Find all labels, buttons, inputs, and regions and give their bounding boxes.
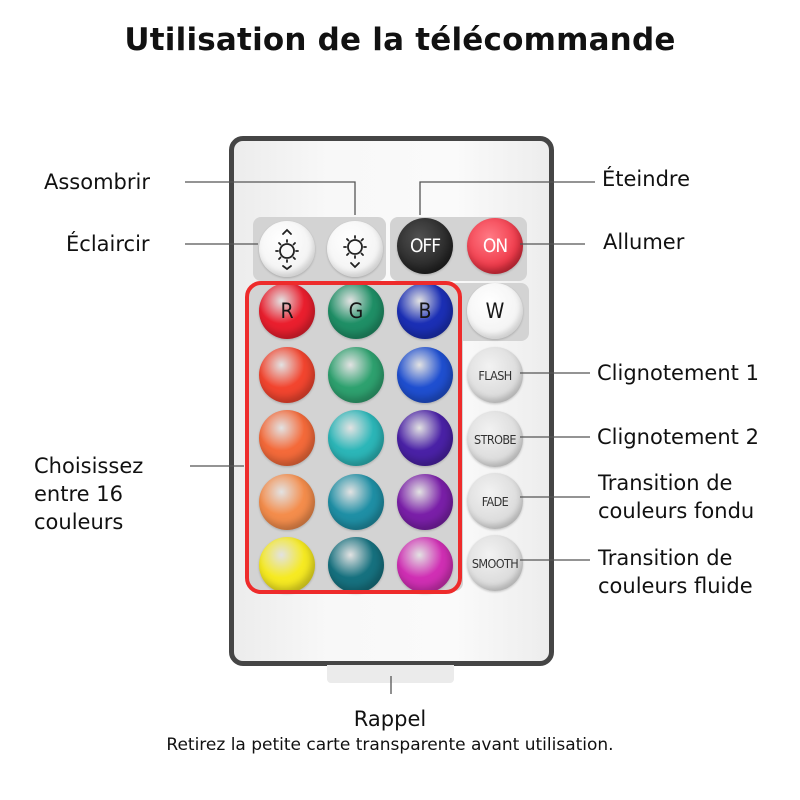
white-button[interactable]: W [467, 283, 523, 339]
color-button-r1-c2[interactable] [397, 346, 453, 403]
color-button-r3-c2[interactable] [397, 473, 453, 530]
color-button-r2-c1[interactable] [328, 410, 384, 466]
color-button-g[interactable]: G [328, 283, 384, 339]
color-button-r4-c1[interactable] [328, 537, 384, 593]
label-dim: Assombrir [44, 170, 150, 194]
label-power-on: Allumer [603, 230, 685, 254]
smooth-button[interactable]: SMOOTH [467, 535, 523, 591]
brighten-button[interactable] [259, 221, 315, 277]
on-button[interactable]: ON [467, 218, 523, 274]
color-button-b[interactable]: B [397, 283, 453, 339]
color-button-r[interactable]: R [259, 283, 315, 339]
sun-arrows-in-icon [343, 235, 367, 269]
footer-title: Rappel [353, 707, 427, 731]
transparent-card-tab [327, 665, 454, 683]
page-title: Utilisation de la télécommande [124, 22, 676, 58]
color-button-r4-c2[interactable] [397, 537, 453, 593]
off-button[interactable]: OFF [397, 218, 453, 274]
label-flash: Clignotement 1 [597, 361, 759, 385]
color-button-r1-c1[interactable] [328, 346, 384, 403]
fade-button[interactable]: FADE [467, 473, 523, 529]
color-selection-outline [245, 281, 462, 594]
strobe-button[interactable]: STROBE [467, 411, 523, 467]
label-strobe: Clignotement 2 [597, 425, 759, 449]
color-button-r2-c0[interactable] [259, 410, 315, 466]
color-button-r4-c0[interactable] [259, 537, 315, 593]
label-brighten: Éclaircir [66, 232, 150, 256]
label-fade: Transition de couleurs fondu [598, 471, 755, 523]
label-smooth: Transition de couleurs fluide [598, 546, 753, 598]
color-button-r3-c0[interactable] [259, 473, 315, 530]
sun-arrows-out-icon [275, 228, 299, 271]
dim-button[interactable] [327, 221, 383, 277]
color-button-r2-c2[interactable] [397, 410, 453, 466]
label-colors: Choisissez entre 16 couleurs [34, 454, 144, 534]
color-button-r1-c0[interactable] [259, 346, 315, 403]
flash-button[interactable]: FLASH [467, 347, 523, 403]
footer-note: Retirez la petite carte transparente ava… [166, 735, 614, 755]
label-power-off: Éteindre [602, 167, 690, 191]
color-button-r3-c1[interactable] [328, 473, 384, 530]
